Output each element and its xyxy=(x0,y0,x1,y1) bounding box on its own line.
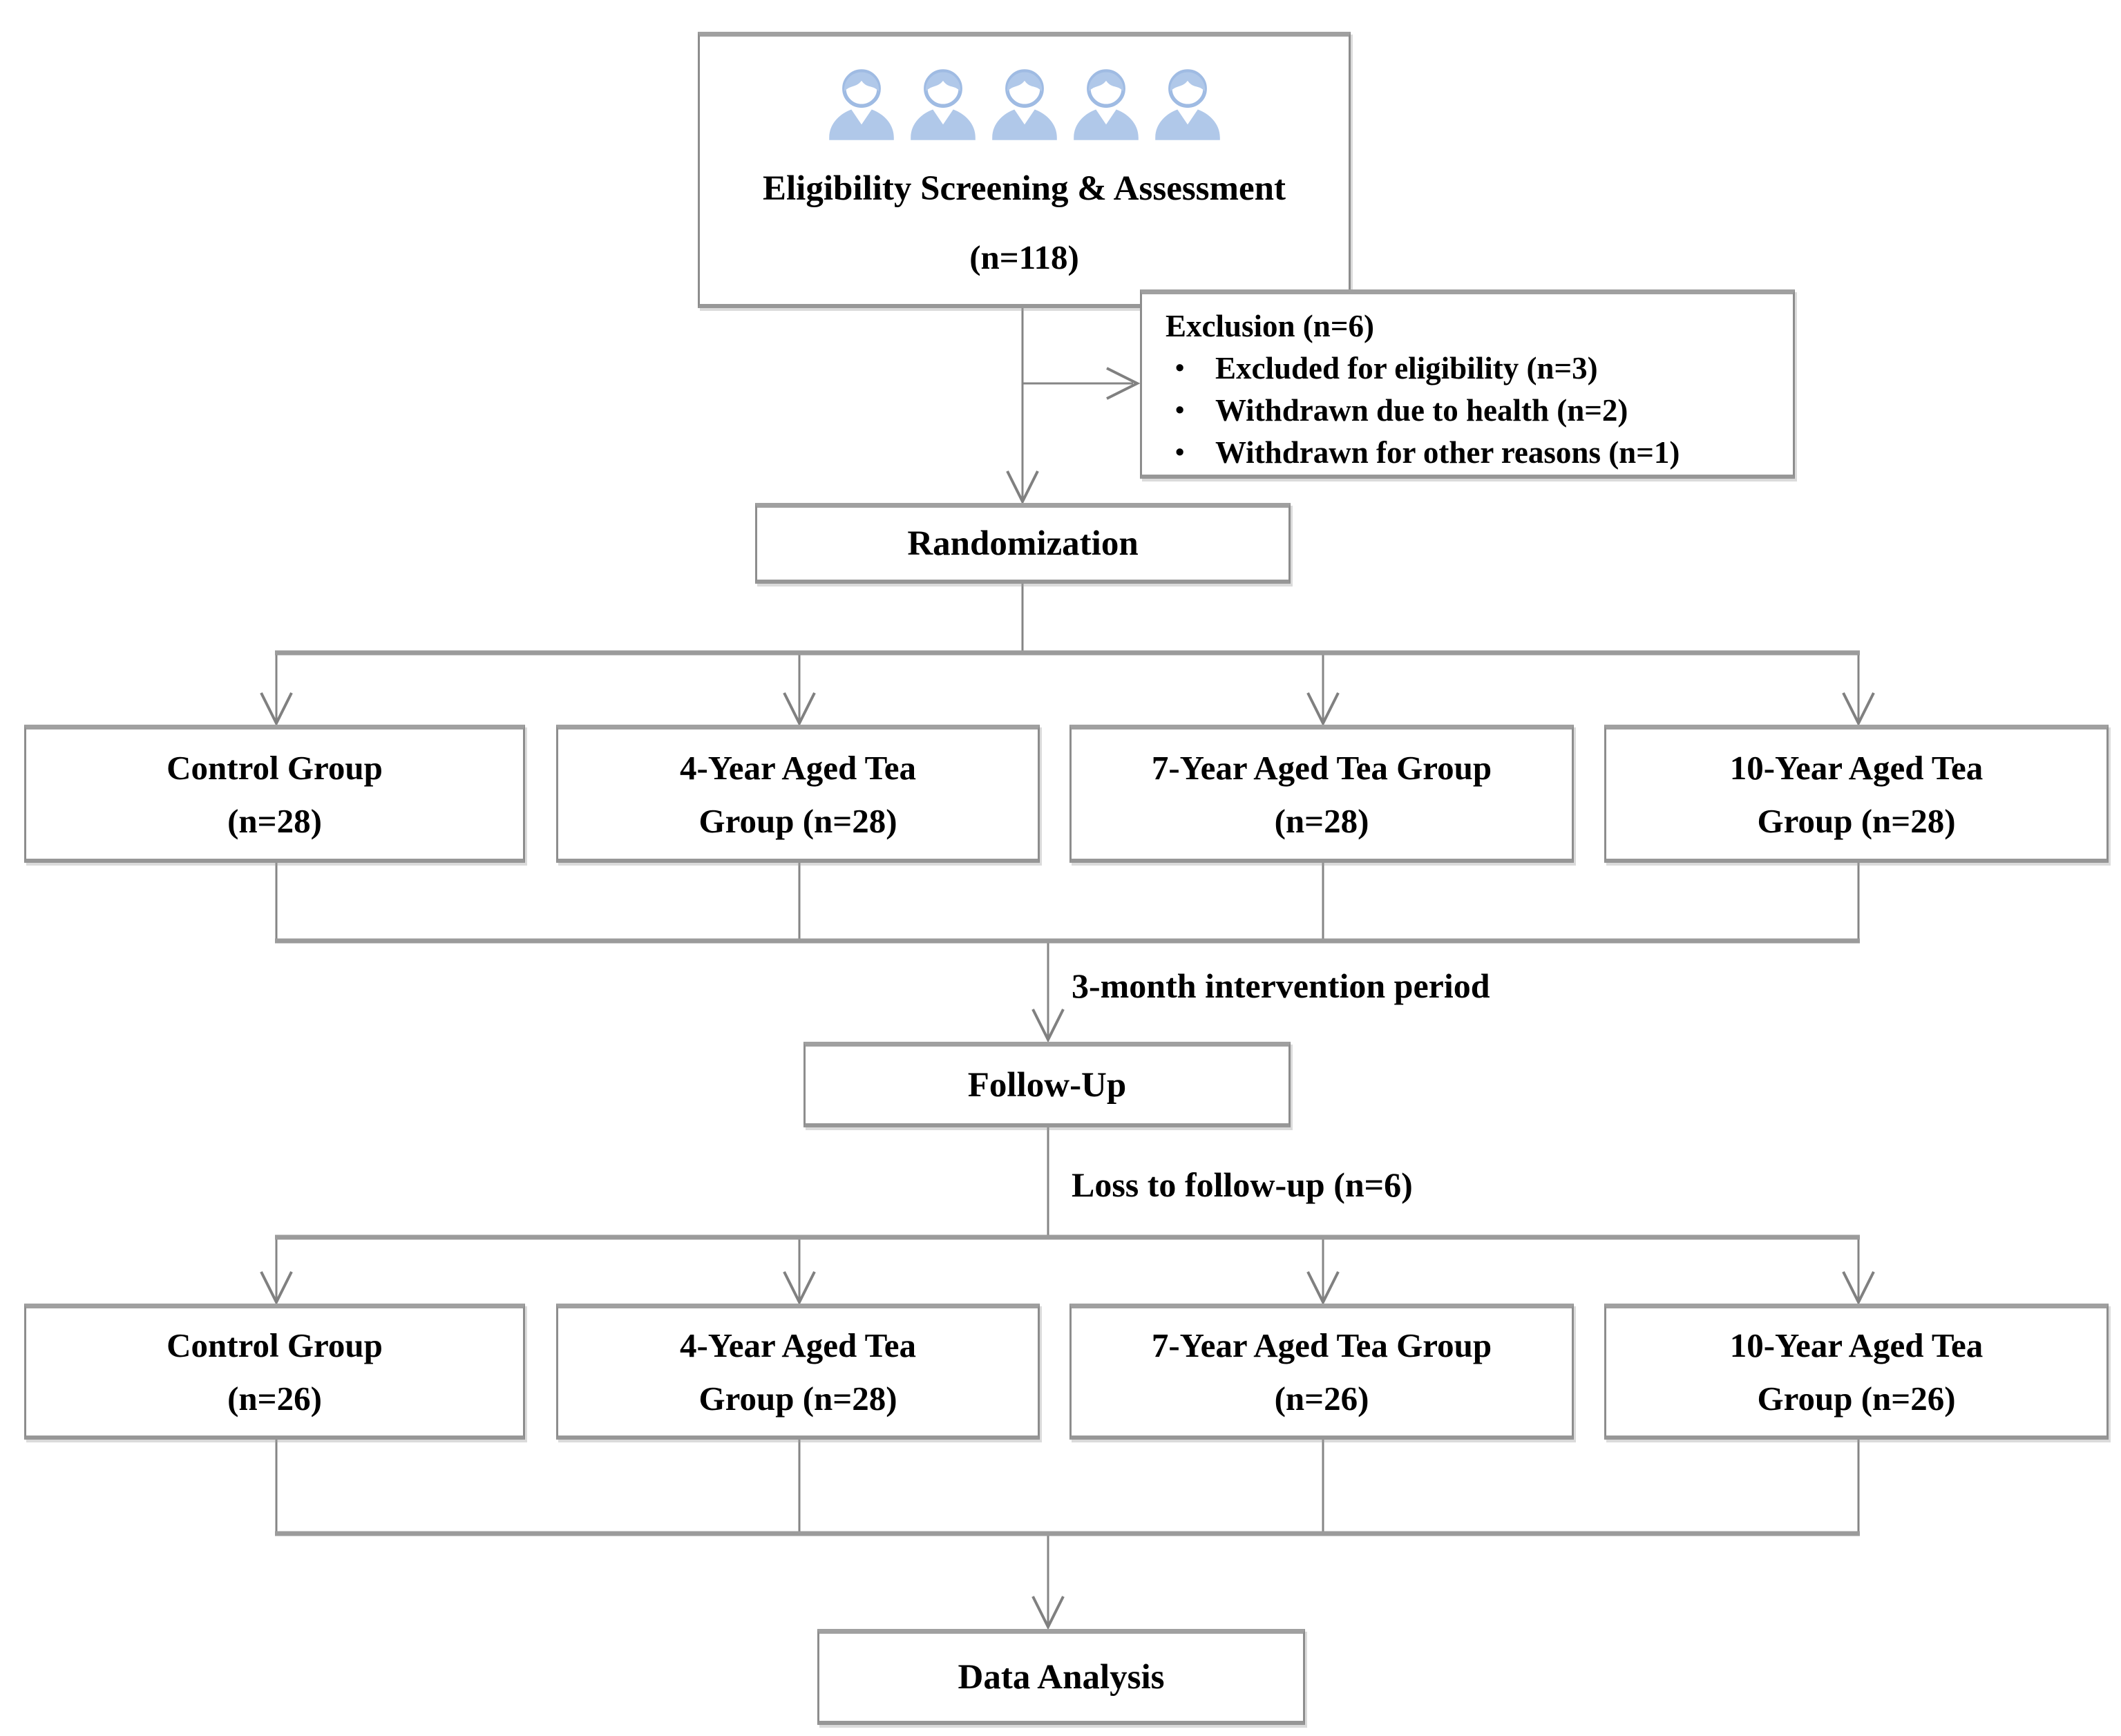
group-label: 7-Year Aged Tea Group xyxy=(1151,748,1492,787)
exclusion-box: Exclusion (n=6) • Excluded for eligibili… xyxy=(1140,289,1795,479)
person-icon xyxy=(1073,69,1139,140)
bullet-icon: • xyxy=(1175,438,1185,467)
loss-to-followup-label: Loss to follow-up (n=6) xyxy=(1072,1165,1413,1204)
person-icon xyxy=(910,69,976,140)
data-analysis-box: Data Analysis xyxy=(817,1629,1305,1725)
group-10year-baseline-box: 10-Year Aged Tea Group (n=28) xyxy=(1604,725,2109,863)
followup-label: Follow-Up xyxy=(967,1065,1127,1105)
exclusion-item: • Excluded for eligibility (n=3) xyxy=(1166,347,1598,390)
exclusion-item-text: Withdrawn due to health (n=2) xyxy=(1215,393,1628,428)
group-label: 10-Year Aged Tea xyxy=(1729,748,1984,787)
eligibility-count: (n=118) xyxy=(969,238,1079,276)
arrowhead-icons xyxy=(260,367,1875,1630)
exclusion-title: Exclusion (n=6) xyxy=(1166,309,1374,343)
group-label: 4-Year Aged Tea xyxy=(679,1326,917,1364)
group-control-baseline-box: Control Group (n=28) xyxy=(24,725,525,863)
group-count: (n=28) xyxy=(227,801,322,840)
group-label: Control Group xyxy=(167,748,383,787)
group-count: Group (n=28) xyxy=(698,801,897,840)
exclusion-item: • Withdrawn for other reasons (n=1) xyxy=(1166,432,1680,474)
randomization-label: Randomization xyxy=(907,524,1139,563)
group-7year-followup-box: 7-Year Aged Tea Group (n=26) xyxy=(1069,1304,1574,1440)
group-count: (n=26) xyxy=(1274,1380,1369,1418)
intervention-period-label: 3-month intervention period xyxy=(1072,966,1490,1005)
group-count: Group (n=28) xyxy=(1757,801,1956,840)
participants-icon-row xyxy=(826,64,1224,142)
eligibility-title: Eligibility Screening & Assessment xyxy=(762,169,1286,208)
group-count: Group (n=28) xyxy=(698,1380,897,1418)
bullet-icon: • xyxy=(1175,396,1185,425)
group-label: 10-Year Aged Tea xyxy=(1729,1326,1984,1364)
randomization-box: Randomization xyxy=(755,503,1291,584)
followup-box: Follow-Up xyxy=(803,1042,1291,1127)
exclusion-item-text: Withdrawn for other reasons (n=1) xyxy=(1215,435,1680,470)
bullet-icon: • xyxy=(1175,354,1185,383)
person-icon xyxy=(1154,69,1220,140)
group-count: (n=28) xyxy=(1274,801,1369,840)
group-count: (n=26) xyxy=(227,1380,322,1418)
group-label: Control Group xyxy=(167,1326,383,1364)
data-analysis-label: Data Analysis xyxy=(958,1658,1165,1697)
group-count: Group (n=26) xyxy=(1757,1380,1956,1418)
group-label: 4-Year Aged Tea xyxy=(679,748,917,787)
person-icon xyxy=(991,69,1057,140)
group-4year-followup-box: 4-Year Aged Tea Group (n=28) xyxy=(556,1304,1040,1440)
eligibility-box: Eligibility Screening & Assessment (n=11… xyxy=(698,32,1351,308)
group-4year-baseline-box: 4-Year Aged Tea Group (n=28) xyxy=(556,725,1040,863)
group-control-followup-box: Control Group (n=26) xyxy=(24,1304,525,1440)
group-label: 7-Year Aged Tea Group xyxy=(1151,1326,1492,1364)
exclusion-item: • Withdrawn due to health (n=2) xyxy=(1166,390,1628,432)
exclusion-item-text: Excluded for eligibility (n=3) xyxy=(1215,351,1598,385)
group-7year-baseline-box: 7-Year Aged Tea Group (n=28) xyxy=(1069,725,1574,863)
group-10year-followup-box: 10-Year Aged Tea Group (n=26) xyxy=(1604,1304,2109,1440)
person-icon xyxy=(828,69,894,140)
